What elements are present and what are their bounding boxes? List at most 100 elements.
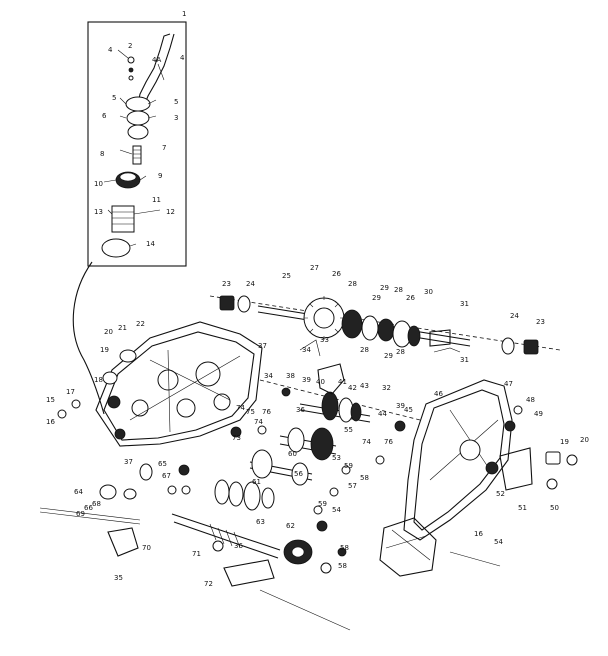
inset-frame: [87, 21, 187, 267]
svg-text:66: 66: [84, 504, 93, 512]
svg-text:24: 24: [510, 312, 519, 320]
svg-text:74: 74: [236, 404, 245, 412]
svg-text:38: 38: [286, 372, 295, 380]
svg-text:13: 13: [94, 208, 103, 216]
svg-text:39: 39: [302, 376, 311, 384]
svg-text:51: 51: [518, 504, 527, 512]
svg-text:19: 19: [560, 438, 569, 446]
inset-part-5: [125, 96, 151, 112]
svg-text:42: 42: [348, 384, 357, 392]
svg-text:29: 29: [384, 352, 393, 360]
svg-text:76: 76: [384, 438, 393, 446]
svg-text:11: 11: [152, 196, 161, 204]
svg-text:58: 58: [360, 474, 369, 482]
svg-text:4: 4: [180, 54, 185, 62]
svg-text:10: 10: [94, 180, 103, 188]
svg-text:63: 63: [256, 518, 265, 526]
svg-text:32: 32: [382, 384, 391, 392]
svg-text:47: 47: [504, 380, 513, 388]
svg-text:17: 17: [66, 388, 75, 396]
svg-text:5: 5: [112, 94, 116, 102]
svg-text:22: 22: [136, 320, 145, 328]
svg-text:33: 33: [320, 336, 329, 344]
svg-text:46: 46: [434, 390, 443, 398]
svg-text:28: 28: [396, 348, 405, 356]
svg-text:68: 68: [92, 500, 101, 508]
svg-text:58: 58: [338, 562, 347, 570]
svg-text:25: 25: [282, 272, 291, 280]
svg-text:24: 24: [246, 280, 255, 288]
svg-text:59: 59: [344, 462, 353, 470]
svg-text:45: 45: [404, 406, 413, 414]
svg-text:74: 74: [254, 418, 263, 426]
svg-text:20: 20: [104, 328, 113, 336]
svg-text:9: 9: [158, 172, 162, 180]
svg-text:28: 28: [348, 280, 357, 288]
svg-text:27: 27: [310, 264, 319, 272]
svg-text:62: 62: [286, 522, 295, 530]
svg-text:20: 20: [580, 436, 589, 444]
svg-text:7: 7: [162, 144, 166, 152]
svg-text:41: 41: [338, 378, 347, 386]
svg-text:55: 55: [344, 426, 353, 434]
svg-text:36: 36: [296, 406, 305, 414]
svg-text:35: 35: [114, 574, 123, 582]
svg-text:69: 69: [76, 510, 85, 518]
svg-text:53: 53: [332, 454, 341, 462]
svg-text:23: 23: [222, 280, 231, 288]
svg-text:50: 50: [550, 504, 559, 512]
svg-text:58: 58: [340, 544, 349, 552]
svg-text:49: 49: [534, 410, 543, 418]
svg-text:29: 29: [380, 284, 389, 292]
svg-text:56: 56: [294, 470, 303, 478]
svg-text:14: 14: [146, 240, 155, 248]
svg-text:40: 40: [316, 378, 325, 386]
right-case-half: [379, 379, 578, 577]
svg-text:37: 37: [124, 458, 133, 466]
svg-text:60: 60: [288, 450, 297, 458]
svg-text:8: 8: [100, 150, 104, 158]
svg-text:70: 70: [142, 544, 151, 552]
svg-text:54: 54: [494, 538, 503, 546]
svg-text:31: 31: [460, 356, 469, 364]
svg-text:29: 29: [372, 294, 381, 302]
svg-text:1: 1: [182, 10, 186, 18]
svg-text:21: 21: [118, 324, 127, 332]
svg-text:57: 57: [348, 482, 357, 490]
svg-text:65: 65: [158, 460, 167, 468]
svg-text:28: 28: [394, 286, 403, 294]
svg-text:36: 36: [234, 542, 243, 550]
svg-text:26: 26: [406, 294, 415, 302]
svg-text:74: 74: [362, 438, 371, 446]
svg-text:44: 44: [378, 410, 387, 418]
svg-text:23: 23: [536, 318, 545, 326]
svg-text:5: 5: [174, 98, 178, 106]
svg-text:12: 12: [166, 208, 175, 216]
svg-text:73: 73: [232, 434, 241, 442]
svg-text:43: 43: [360, 382, 369, 390]
output-shaft-63: [171, 513, 281, 559]
svg-text:4A: 4A: [152, 56, 161, 64]
svg-text:34: 34: [302, 346, 311, 354]
washer-24-right: [501, 337, 515, 355]
svg-text:4: 4: [108, 46, 113, 54]
svg-text:75: 75: [246, 408, 255, 416]
svg-text:15: 15: [46, 396, 55, 404]
svg-text:16: 16: [474, 530, 483, 538]
svg-text:26: 26: [332, 270, 341, 278]
svg-text:54: 54: [332, 506, 341, 514]
bearing-23-left: [219, 295, 235, 311]
svg-text:39: 39: [396, 402, 405, 410]
svg-text:31: 31: [460, 300, 469, 308]
svg-text:48: 48: [526, 396, 535, 404]
left-case-half: [57, 321, 263, 447]
svg-text:28: 28: [360, 346, 369, 354]
svg-text:3: 3: [174, 114, 178, 122]
part-51: [499, 447, 533, 491]
svg-text:2: 2: [128, 42, 132, 50]
top-shaft-assembly: [209, 295, 561, 357]
svg-text:16: 16: [46, 418, 55, 426]
svg-text:59: 59: [318, 500, 327, 508]
